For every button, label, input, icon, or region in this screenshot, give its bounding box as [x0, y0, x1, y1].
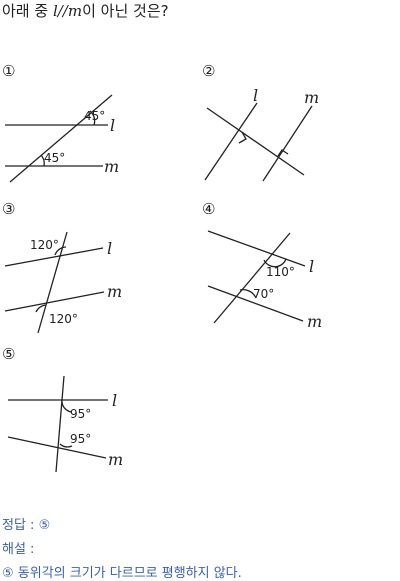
line-m-2 [262, 105, 313, 182]
label-l-5: l [112, 391, 117, 410]
choice-3-number[interactable]: ③ [2, 200, 16, 218]
label-m-1: m [104, 157, 119, 176]
line-l-4 [207, 230, 306, 267]
transversal-5 [55, 375, 65, 473]
angle-3-bottom: 120° [49, 312, 78, 326]
choice-1-number[interactable]: ① [2, 62, 16, 80]
angle-3-top: 120° [30, 238, 59, 252]
angle-5-bottom: 95° [70, 432, 91, 446]
transversal-1 [9, 94, 113, 183]
question-suffix: 이 아닌 것은? [82, 2, 169, 20]
figure-1 [5, 94, 113, 183]
angle-arc-1-top [89, 110, 96, 126]
label-m-3: m [107, 282, 122, 301]
label-l-4: l [309, 257, 314, 276]
label-l-1: l [110, 116, 115, 135]
label-m-5: m [108, 450, 123, 469]
angle-4-top: 110° [266, 265, 295, 279]
figure-4 [207, 230, 306, 324]
label-m-2: m [304, 88, 319, 107]
figure-3 [4, 231, 105, 334]
angle-1-top: 45° [84, 109, 105, 123]
angle-arc-3-top [54, 246, 67, 256]
right-angle-mark-2 [277, 149, 289, 157]
angle-arc-3-bottom [35, 304, 47, 313]
question-text: 아래 중 l//m이 아닌 것은? [2, 0, 169, 21]
angle-arc-1-bottom [40, 154, 45, 167]
line-l-3 [4, 247, 104, 267]
angle-arc-4-bottom [239, 288, 257, 299]
transversal-4 [213, 232, 291, 324]
line-crossing-2 [206, 107, 305, 176]
question-math: l//m [52, 2, 83, 20]
angle-4-bottom: 70° [253, 287, 274, 301]
angle-arc-5-top [61, 399, 73, 413]
explanation-text: ⑤ 동위각의 크기가 다르므로 평행하지 않다. [2, 566, 242, 581]
choice-2-number[interactable]: ② [202, 62, 216, 80]
line-m-4 [207, 285, 304, 322]
label-l-3: l [107, 239, 112, 258]
angle-arc-4-top [263, 258, 287, 268]
line-m-5 [7, 436, 107, 459]
label-m-4: m [307, 312, 322, 331]
right-angle-mark-1 [238, 131, 247, 144]
angle-5-top: 95° [70, 407, 91, 421]
line-m-3 [4, 291, 105, 312]
explanation-label: 해설 : [2, 542, 35, 557]
angle-1-bottom: 45° [44, 151, 65, 165]
answer-label: 정답 : ⑤ [2, 518, 51, 533]
transversal-3 [37, 231, 68, 334]
angle-arc-5-bottom [59, 443, 73, 448]
question-prefix: 아래 중 [2, 2, 53, 20]
figure-5 [7, 375, 108, 473]
choice-4-number[interactable]: ④ [202, 200, 216, 218]
label-l-2: l [253, 86, 258, 105]
choice-5-number[interactable]: ⑤ [2, 345, 16, 363]
line-l-2 [204, 102, 258, 181]
figure-2 [204, 102, 313, 182]
